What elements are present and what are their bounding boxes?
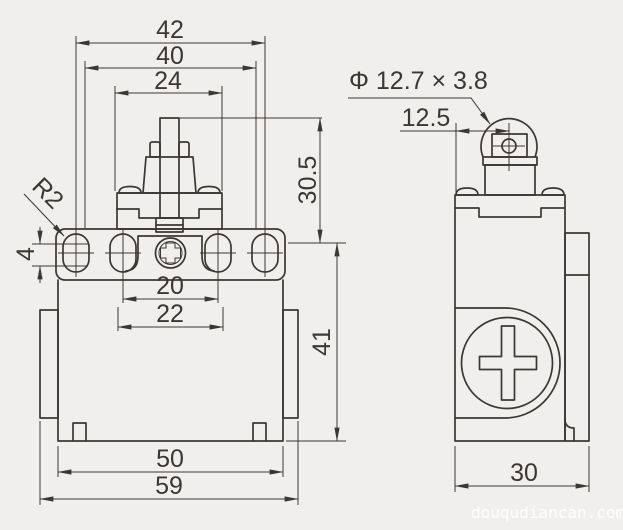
plunger-shaft [159, 117, 180, 219]
ext-lines-59 [39, 421, 299, 505]
side-tab-right [282, 309, 299, 419]
switch-lower-body [39, 279, 299, 442]
front-dimensions: 42 40 24 R2 4 30.5 41 20 [12, 16, 346, 505]
dim-inner-slot-spacing-label: 20 [156, 272, 184, 300]
side-body [454, 194, 590, 442]
guide-post-left [149, 141, 161, 158]
center-screw-outer [154, 237, 187, 269]
head-screw-left [118, 185, 142, 194]
dim-overall-width-label: 59 [155, 472, 183, 500]
side-tab-left [39, 309, 59, 419]
head-neck [484, 164, 536, 196]
plunger-head-assembly [116, 117, 223, 233]
dim-inner-slot-outer-spacing-label: 22 [156, 300, 184, 328]
dim-slot-width-label: 4 [12, 247, 40, 261]
mounting-flange [55, 228, 286, 281]
dim-head-outer-width-label: 40 [156, 42, 184, 70]
front-view: 42 40 24 R2 4 30.5 41 20 [12, 16, 346, 505]
ext-lines-4 [32, 243, 88, 267]
dim-body-depth-label: 30 [510, 459, 538, 487]
slot-centerlines-v [122, 228, 219, 277]
guide-post-right [178, 141, 190, 158]
head-panel-step [116, 208, 223, 219]
screw-boss [125, 235, 215, 272]
watermark: douqudiancan.com [471, 503, 623, 522]
side-view: Φ 12.7 × 3.8 12.5 30 [348, 67, 590, 492]
roller-spec-leader [348, 97, 491, 125]
side-panel-step [454, 207, 566, 218]
top-screw-right [541, 187, 565, 196]
top-screw-left [455, 187, 479, 196]
roller-head [455, 117, 565, 196]
cover-panel [454, 307, 561, 419]
side-dimensions: Φ 12.7 × 3.8 12.5 30 [348, 67, 590, 492]
ext-lines-40 [84, 61, 257, 228]
slot-radius-label: R2 [26, 172, 68, 214]
roller-spec-label: Φ 12.7 × 3.8 [349, 67, 488, 95]
head-block [116, 192, 223, 230]
roller-crosshair [493, 123, 525, 171]
r2-leader-line [23, 193, 65, 237]
ext-lines-42 [75, 36, 266, 277]
dim-roller-offset-label: 12.5 [402, 104, 451, 132]
roller-dome [480, 117, 538, 158]
flange-plate [55, 228, 286, 281]
body-bottom-step [564, 418, 575, 442]
ext-lines-24 [114, 86, 223, 191]
dim-body-height-label: 41 [308, 328, 336, 356]
cover-cross-icon [478, 325, 538, 401]
plunger-bell [142, 156, 197, 194]
bottom-notches [72, 422, 267, 442]
rear-plate [564, 232, 590, 442]
cover-circle [460, 316, 554, 410]
center-screw-inner [158, 241, 183, 265]
dim-outer-slot-spacing-label: 42 [156, 16, 184, 44]
center-screw-phillips-icon [160, 242, 181, 264]
head-screw-right [197, 185, 221, 194]
roller-plate [482, 156, 538, 166]
dim-plunger-housing-width-label: 24 [154, 67, 182, 95]
dim-upper-height-label: 30.5 [294, 156, 322, 205]
dim-body-width-label: 50 [156, 445, 184, 473]
